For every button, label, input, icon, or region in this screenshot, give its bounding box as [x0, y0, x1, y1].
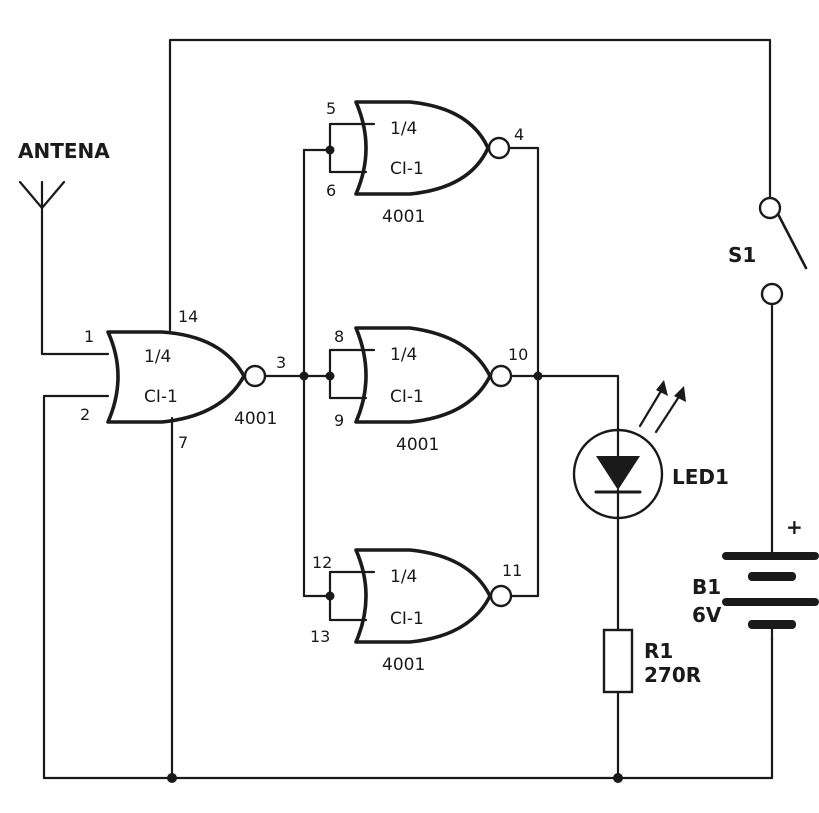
- main-gate-chip: CI-1: [144, 387, 178, 407]
- pin-12-label: 12: [312, 553, 332, 572]
- pin-3-label: 3: [276, 353, 286, 372]
- pin-14-label: 14: [178, 307, 198, 326]
- battery-name: B1: [692, 575, 721, 599]
- led-icon: [572, 380, 686, 522]
- main-gate-fraction: 1/4: [144, 347, 171, 367]
- bot-gate-part: 4001: [382, 655, 425, 675]
- resistor-value: 270R: [644, 663, 701, 687]
- bot-gate-fraction: 1/4: [390, 567, 417, 587]
- mid-gate-fraction: 1/4: [390, 345, 417, 365]
- nor-gate-top: [354, 100, 511, 196]
- pin-11-label: 11: [502, 561, 522, 580]
- mid-gate-part: 4001: [396, 435, 439, 455]
- antenna-icon: [18, 180, 66, 210]
- pin-13-label: 13: [310, 627, 330, 646]
- switch-icon: [758, 196, 808, 306]
- battery-icon: [722, 552, 819, 629]
- switch-label: S1: [728, 243, 756, 267]
- wire-mid-output: [510, 374, 620, 430]
- wire-ground-rail: [42, 636, 774, 780]
- battery-voltage: 6V: [692, 603, 722, 627]
- pin-1-label: 1: [84, 327, 94, 346]
- junction-dots: [167, 145, 623, 783]
- top-gate-fraction: 1/4: [390, 119, 417, 139]
- pin-5-label: 5: [326, 99, 336, 118]
- resistor-name: R1: [644, 639, 673, 663]
- battery-polarity: +: [786, 515, 803, 539]
- pin-4-label: 4: [514, 125, 524, 144]
- pin-7-label: 7: [178, 433, 188, 452]
- antenna-label: ANTENA: [18, 139, 110, 163]
- top-gate-part: 4001: [382, 207, 425, 227]
- bot-gate-chip: CI-1: [390, 609, 424, 629]
- mid-gate-chip: CI-1: [390, 387, 424, 407]
- resistor-icon: [602, 628, 634, 694]
- nor-gate-main: [106, 330, 267, 424]
- pin-9-label: 9: [334, 411, 344, 430]
- pin-2-label: 2: [80, 405, 90, 424]
- top-gate-chip: CI-1: [390, 159, 424, 179]
- pin-10-label: 10: [508, 345, 528, 364]
- nor-gate-middle: [354, 326, 513, 424]
- nor-gate-bottom: [354, 548, 513, 644]
- led-label: LED1: [672, 465, 729, 489]
- wire-vdd-rail: [168, 38, 772, 332]
- main-gate-part: 4001: [234, 409, 277, 429]
- pin-8-label: 8: [334, 327, 344, 346]
- wire-antenna-input: [40, 206, 110, 356]
- wire-pin2-ground: [42, 394, 110, 780]
- wire-output-bus: [508, 146, 540, 598]
- pin-6-label: 6: [326, 181, 336, 200]
